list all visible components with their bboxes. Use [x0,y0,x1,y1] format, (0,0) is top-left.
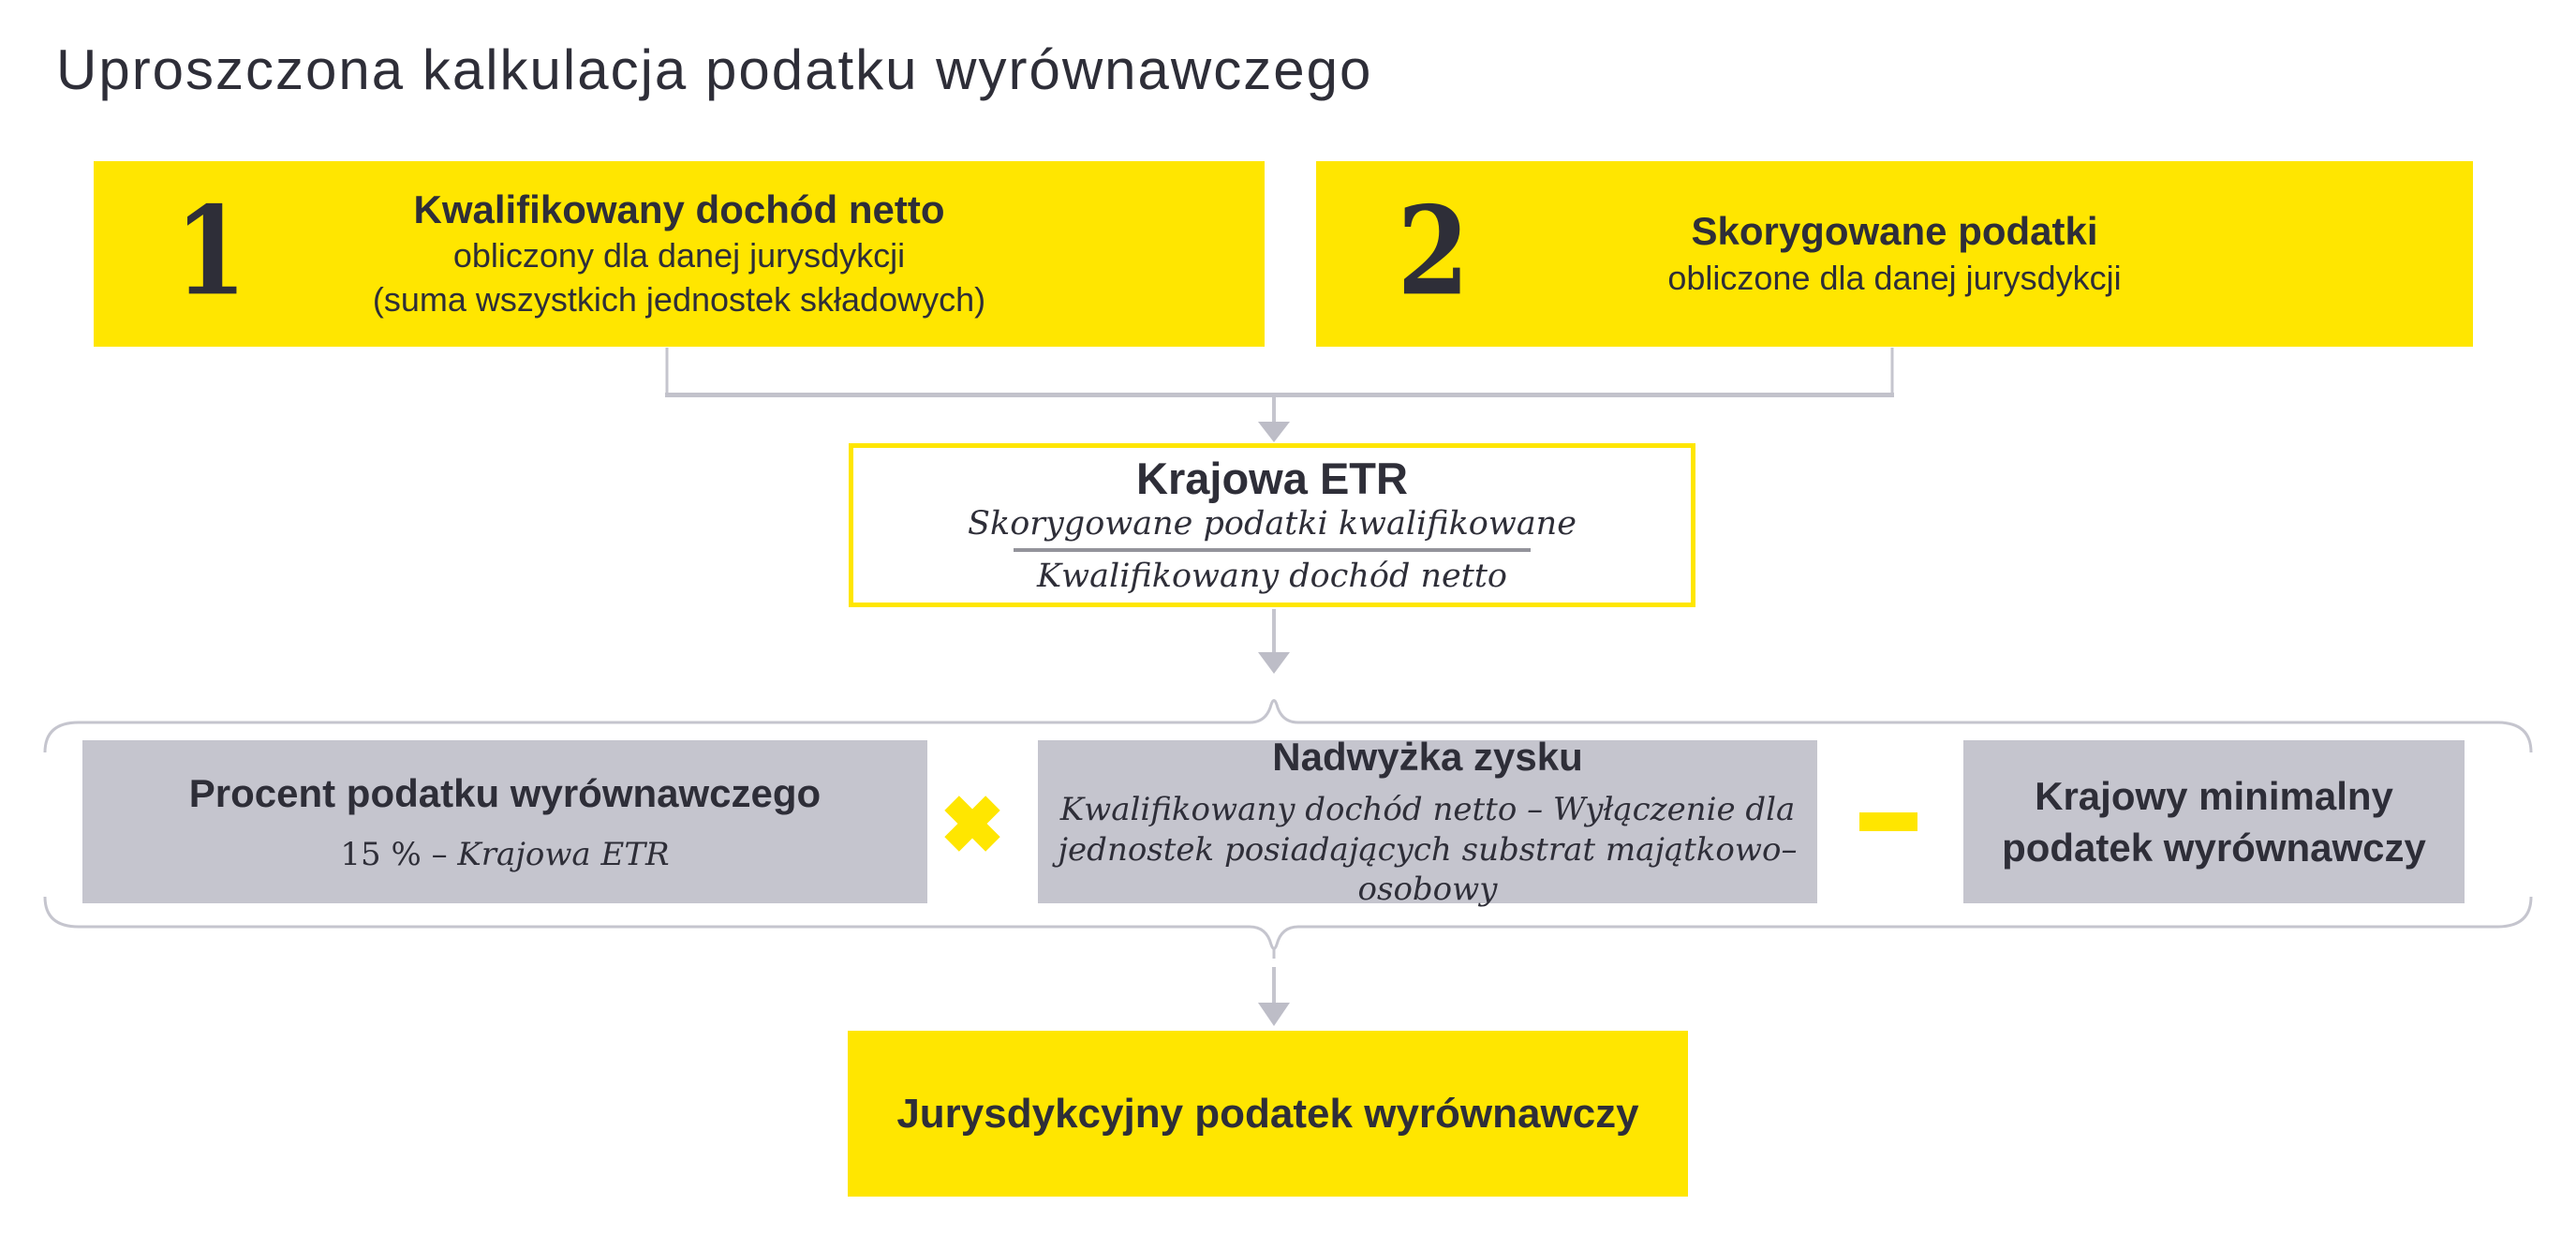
fraction-divider [1014,548,1531,553]
step-1-title: Kwalifikowany dochód netto [413,186,945,231]
page-title: Uproszczona kalkulacja podatku wyrównawc… [56,38,1373,101]
step-2-title: Skorygowane podatki [1691,209,2098,254]
minus-icon [1859,812,1917,831]
excess-formula-line-1: Kwalifikowany dochód netto – Wyłączenie … [1059,791,1796,829]
merge-connector [665,348,1894,394]
percent-box: Procent podatku wyrównawczego 15 % – Kra… [82,740,927,903]
arrow-to-result-head-icon [1258,1003,1290,1026]
etr-denominator: Kwalifikowany dochód netto [1037,558,1507,596]
domestic-minimum-line-1: Krajowy minimalny [2035,773,2393,818]
result-title: Jurysdykcyjny podatek wyrównawczy [896,1090,1639,1137]
domestic-minimum-box: Krajowy minimalny podatek wyrównawczy [1963,740,2465,903]
percent-formula: 15 % – Krajowa ETR [340,835,670,873]
etr-title: Krajowa ETR [1136,453,1408,503]
excess-profit-formula: Kwalifikowany dochód netto – Wyłączenie … [1038,790,1817,910]
result-box: Jurysdykcyjny podatek wyrównawczy [848,1031,1688,1197]
percent-title: Procent podatku wyrównawczego [188,771,822,816]
step-1-box: 1 Kwalifikowany dochód netto obliczony d… [94,161,1265,347]
excess-formula-line-2: jednostek posiadających substrat majątko… [1058,830,1798,909]
step-1-line-1: obliczony dla danej jurysdykcji [452,236,906,275]
percent-formula-italic: Krajowa ETR [457,835,670,873]
step-1-line-2: (suma wszystkich jednostek składowych) [372,280,986,320]
step-2-line-1: obliczone dla danej jurysdykcji [1667,258,2122,297]
arrow-to-row-head-icon [1258,652,1290,674]
etr-box: Krajowa ETR Skorygowane podatki kwalifik… [849,443,1695,607]
step-1-number: 1 [174,179,247,323]
excess-profit-box: Nadwyżka zysku Kwalifikowany dochód nett… [1038,735,1817,908]
excess-profit-title: Nadwyżka zysku [1272,735,1583,780]
step-2-number: 2 [1397,179,1470,323]
multiply-icon [942,794,1002,854]
step-2-box: 2 Skorygowane podatki obliczone dla dane… [1316,161,2473,347]
arrow-to-etr-head-icon [1258,422,1290,442]
percent-formula-prefix: 15 % – [340,835,458,873]
domestic-minimum-line-2: podatek wyrównawczy [2002,826,2426,870]
etr-numerator: Skorygowane podatki kwalifikowane [968,504,1577,543]
